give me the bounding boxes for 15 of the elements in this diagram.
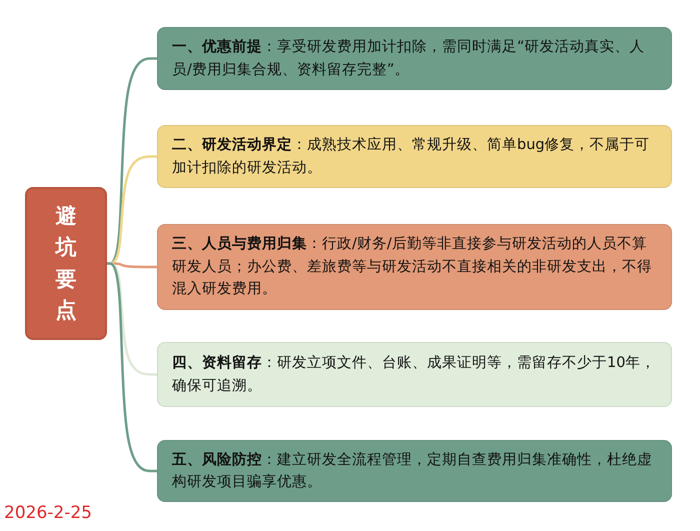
topic-box xyxy=(157,342,672,407)
topic-box xyxy=(157,27,672,90)
topic-text: 二、研发活动界定：成熟技术应用、常规升级、简单bug修复，不属于可加计扣除的研发活动。 xyxy=(172,136,651,178)
connector-line xyxy=(107,262,157,472)
root-box xyxy=(25,187,107,340)
topic-text: 五、风险防控：建立研发全流程管理，定期自查费用归集准确性，杜绝虚构研发项目骗享优惠。 xyxy=(172,450,653,492)
topic-box xyxy=(157,224,672,310)
date-note: 2026-2-25 xyxy=(4,503,92,523)
root-title: 避坑要点 xyxy=(56,202,76,324)
topic-text: 一、优惠前提：享受研发费用加计扣除，需同时满足“研发活动真实、人员/费用归集合规、资料留存完整”。 xyxy=(172,38,646,80)
connector-line xyxy=(107,155,157,265)
topic-text: 四、资料留存：研发立项文件、台账、成果证明等，需留存不少于10年，确保可追溯。 xyxy=(172,354,656,396)
topic-text: 三、人员与费用归集：行政/财务/后勤等非直接参与研发活动的人员不算研发人员；办公费、差旅费等与研发活动不直接相关的非研发支出，不得混入研发费用。 xyxy=(172,234,653,300)
topic-box xyxy=(157,125,672,188)
topic-box xyxy=(157,440,672,502)
